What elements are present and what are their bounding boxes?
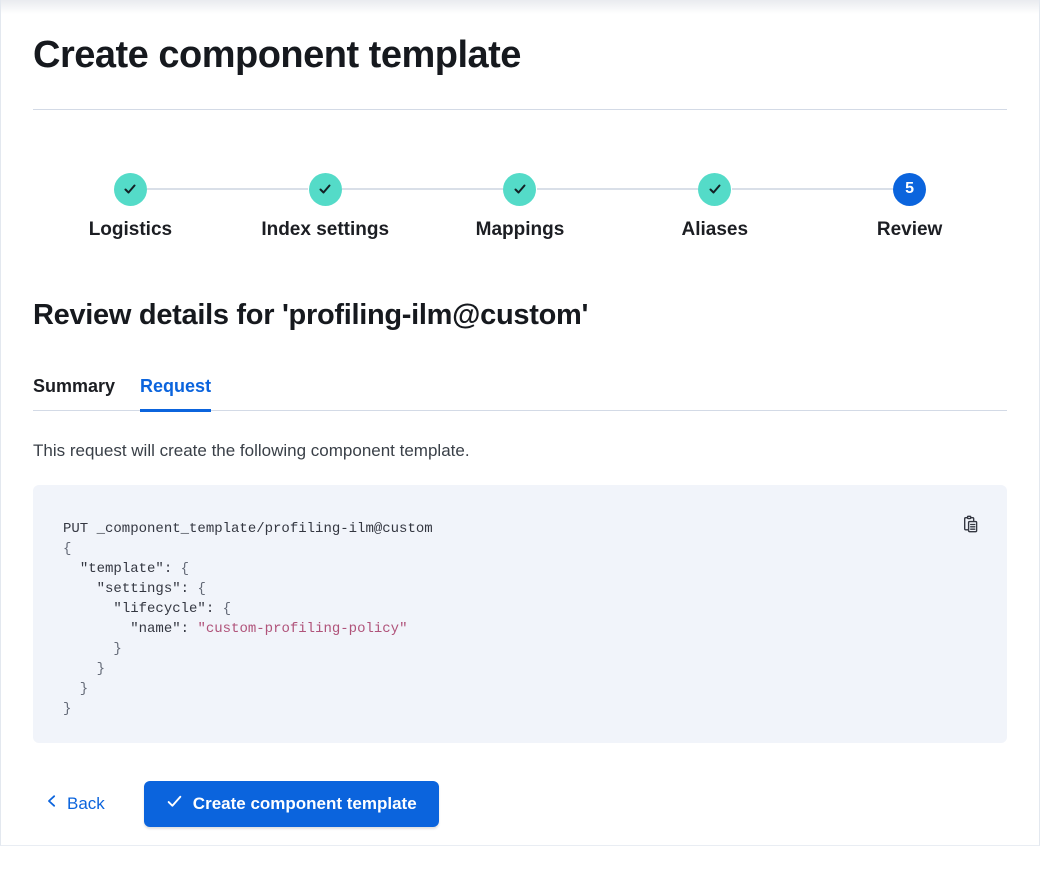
code-line: } <box>63 640 122 657</box>
request-code-block: PUT _component_template/profiling-ilm@cu… <box>33 484 1007 743</box>
tab-summary[interactable]: Summary <box>33 376 115 411</box>
chevron-left-icon <box>45 793 59 814</box>
create-component-template-panel: Create component template Logistics Index… <box>0 0 1040 846</box>
code-line: "template": { <box>79 560 190 577</box>
step-aliases[interactable]: Aliases <box>617 172 812 241</box>
step-complete-check-icon <box>698 172 732 206</box>
tab-bar: Summary Request <box>33 376 1007 412</box>
tab-request[interactable]: Request <box>140 376 212 412</box>
back-button-label: Back <box>67 793 105 813</box>
step-label: Review <box>876 218 943 240</box>
create-component-template-button-label: Create component template <box>192 793 417 813</box>
review-heading: Review details for 'profiling-ilm@custom… <box>33 298 589 331</box>
footer-actions: Back Create component template <box>33 780 1007 827</box>
step-complete-check-icon <box>503 172 537 206</box>
step-label: Logistics <box>88 218 173 240</box>
code-lines: PUT _component_template/profiling-ilm@cu… <box>63 519 977 719</box>
create-component-template-button[interactable]: Create component template <box>143 780 439 827</box>
step-label: Aliases <box>681 218 749 240</box>
copy-to-clipboard-button[interactable] <box>961 515 980 534</box>
step-index-settings[interactable]: Index settings <box>227 172 423 241</box>
page-title: Create component template <box>33 34 521 76</box>
step-complete-check-icon <box>308 172 342 206</box>
request-description: This request will create the following c… <box>33 440 470 460</box>
code-line: "name": "custom-profiling-policy" <box>130 620 408 637</box>
code-line: } <box>63 700 72 717</box>
code-line: { <box>63 540 72 557</box>
step-number: 5 <box>893 172 927 206</box>
code-line: "settings": { <box>96 580 206 597</box>
step-mappings[interactable]: Mappings <box>422 172 618 241</box>
step-label: Mappings <box>475 218 565 240</box>
code-line: } <box>63 660 106 677</box>
step-complete-check-icon <box>113 172 147 206</box>
step-logistics[interactable]: Logistics <box>33 172 228 241</box>
title-divider <box>33 108 1007 110</box>
back-button[interactable]: Back <box>45 793 105 814</box>
code-line: "lifecycle": { <box>113 600 232 617</box>
step-label: Index settings <box>261 218 390 240</box>
check-icon <box>166 793 183 815</box>
code-line: PUT _component_template/profiling-ilm@cu… <box>63 520 433 537</box>
copy-clipboard-icon <box>961 515 980 537</box>
code-line: } <box>63 680 89 697</box>
